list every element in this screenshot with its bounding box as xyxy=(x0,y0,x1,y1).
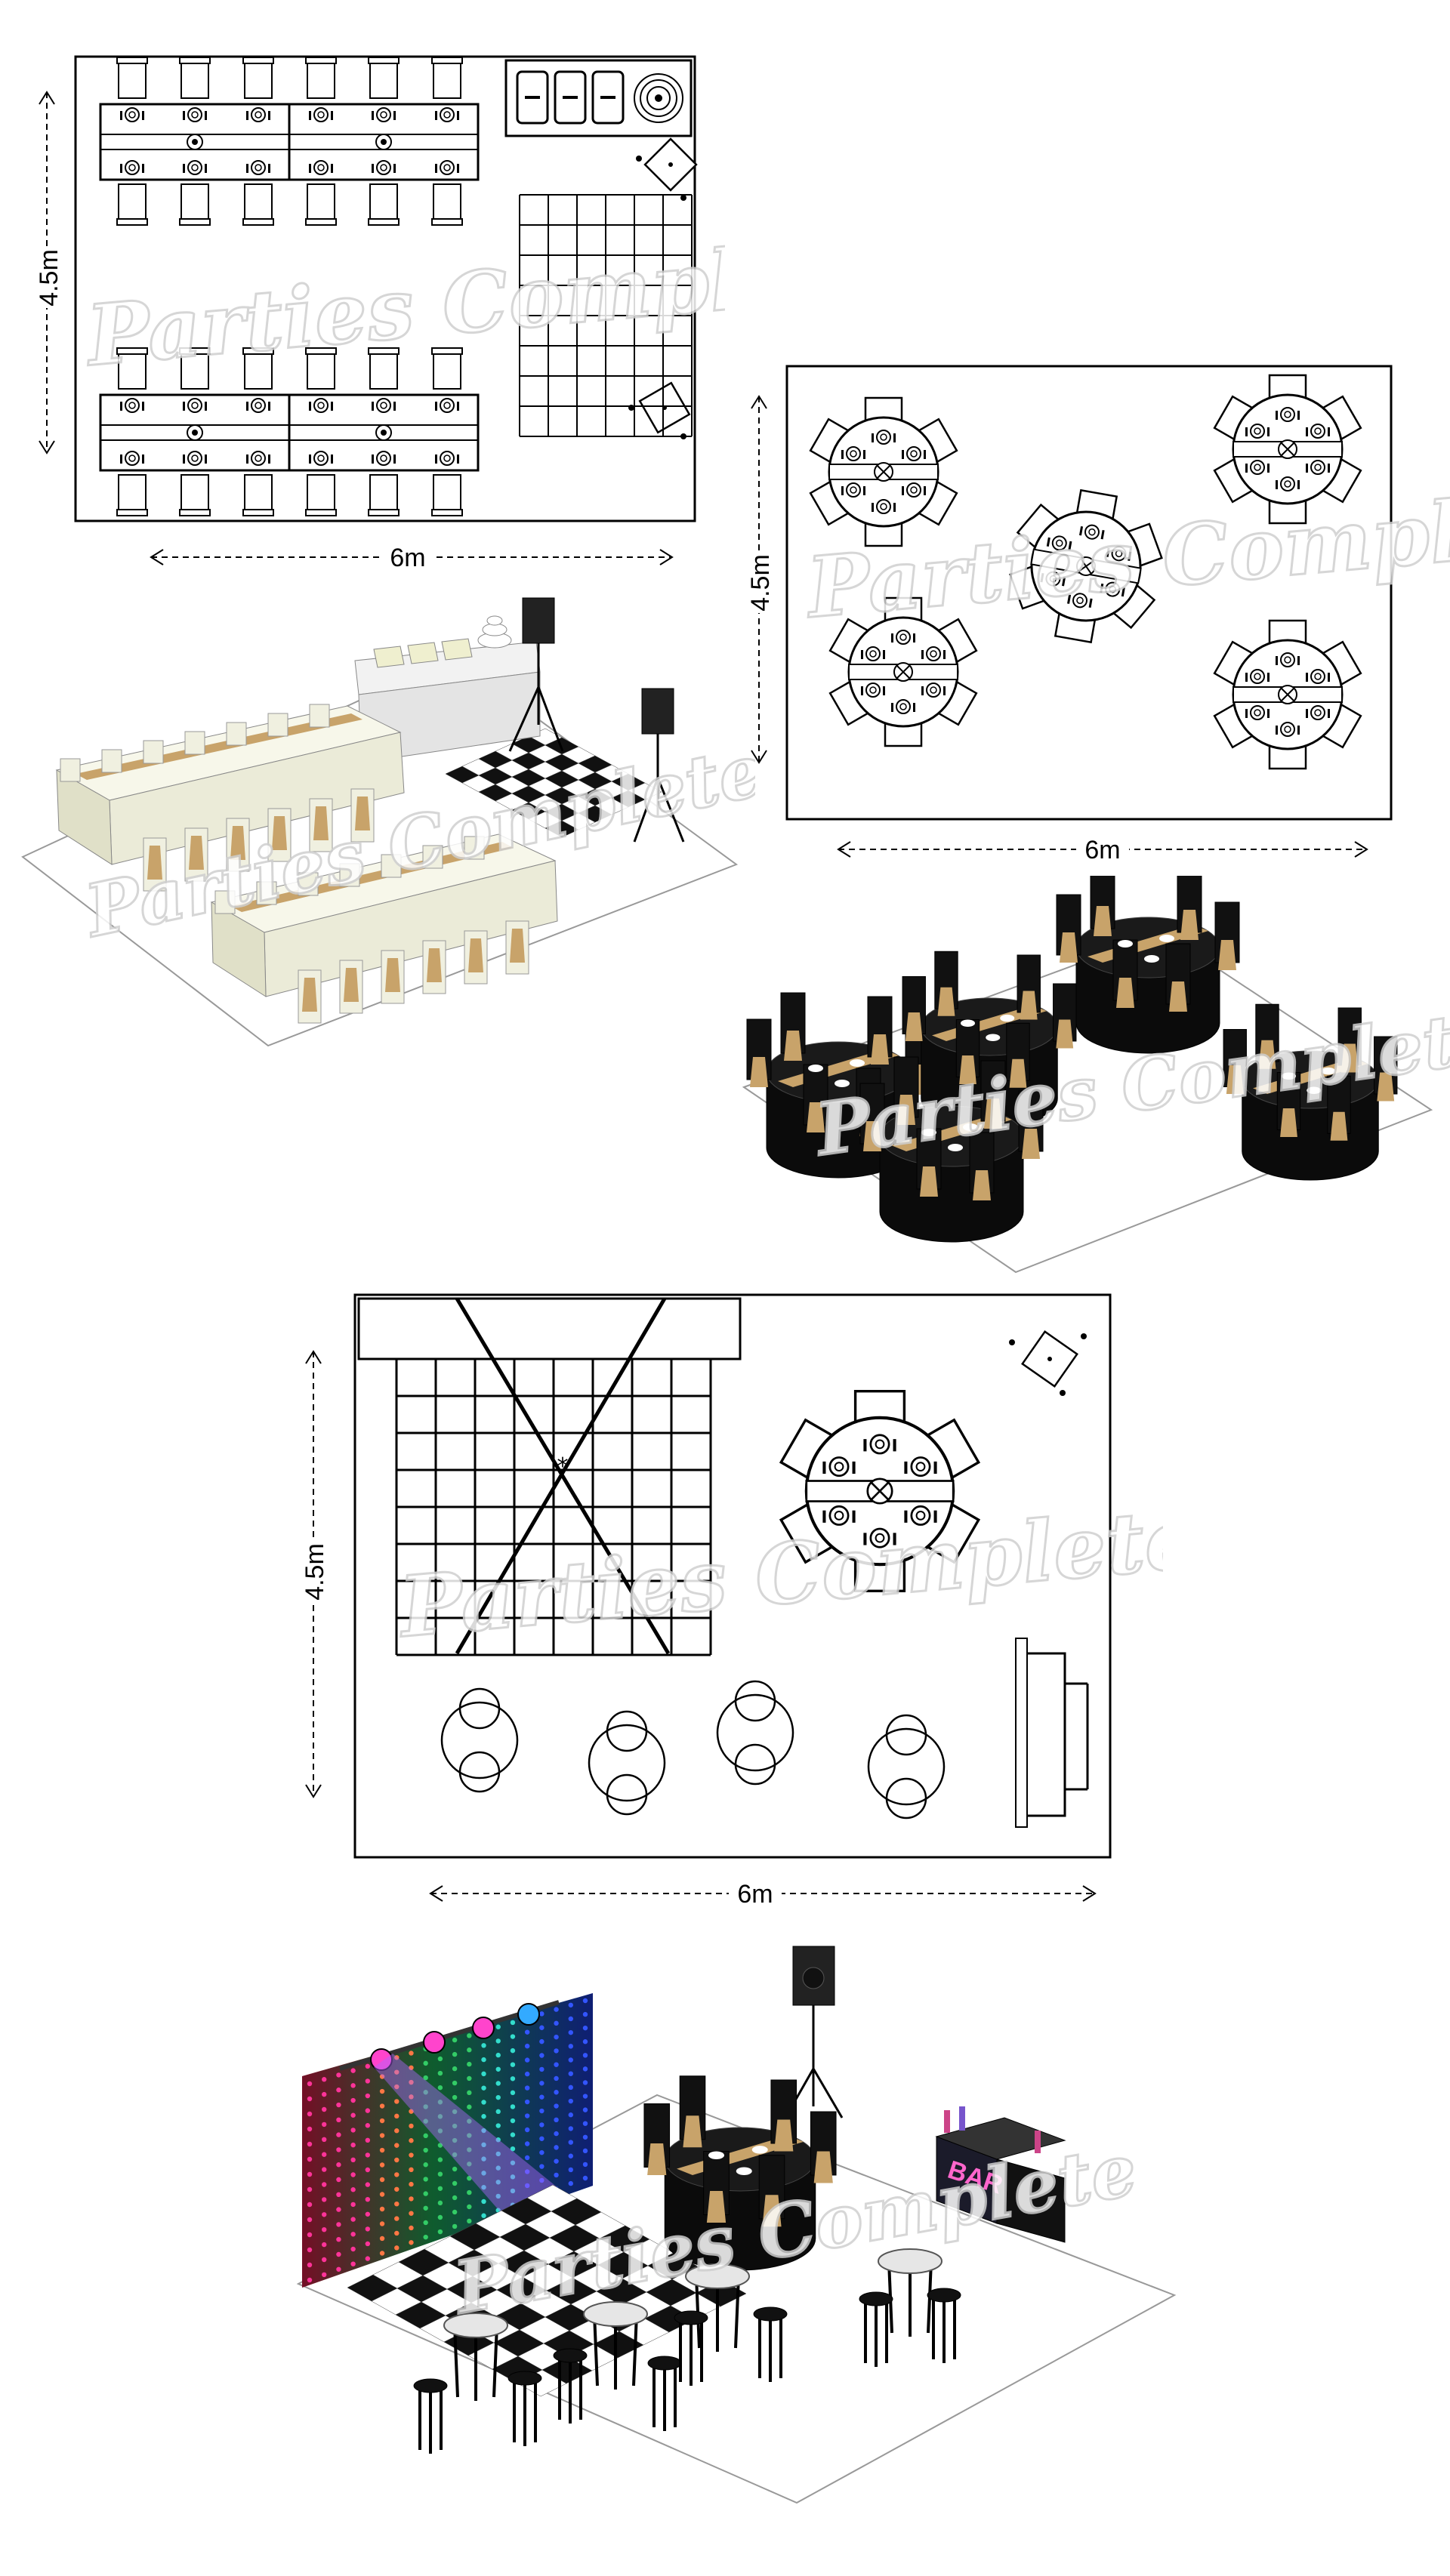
lighting-truss xyxy=(339,2000,560,2071)
cake-icon xyxy=(634,73,683,123)
dimension-width: 6m xyxy=(150,542,674,572)
svg-text:*: * xyxy=(557,1453,569,1480)
render-party: BAR Parties Complete xyxy=(296,1946,1177,2504)
buffet-counter xyxy=(504,59,693,137)
dimension-width: 6m xyxy=(837,834,1368,864)
dance-floor-3d xyxy=(445,728,662,838)
dimension-height: 4.5m xyxy=(301,1350,329,1798)
render-round-tables: Parties Complete xyxy=(742,876,1450,1274)
dimension-width: 6m xyxy=(429,1878,1097,1909)
speaker-3d xyxy=(784,1946,844,2118)
round-tables-3d xyxy=(746,876,1398,1243)
stage-backdrop xyxy=(357,1297,742,1360)
dimension-height: 4.5m xyxy=(34,91,63,454)
bar-3d: BAR xyxy=(935,2106,1066,2243)
cocktail-tables-3d xyxy=(413,2248,961,2454)
cocktail-tables xyxy=(440,1680,946,1820)
buffet-counter-3d xyxy=(354,615,541,763)
width-label: 6m xyxy=(1084,836,1120,864)
dance-floor xyxy=(395,1357,712,1656)
plan-round-tables: Parties Complete 4.5m 6m xyxy=(746,365,1450,864)
dance-floor xyxy=(519,194,693,437)
dimension-height: 4.5m xyxy=(746,395,775,764)
plan-mixed: * Parties Complete 4.5m 6m xyxy=(301,1293,1163,1909)
bar-counter xyxy=(1015,1638,1089,1828)
width-label: 6m xyxy=(737,1880,773,1909)
banquet-table-top xyxy=(99,57,480,226)
render-long-tables: Parties Complete xyxy=(21,597,755,1047)
height-label: 4.5m xyxy=(35,249,63,307)
chair-sashes xyxy=(60,704,529,1024)
width-label: 6m xyxy=(390,544,425,572)
height-label: 4.5m xyxy=(746,554,775,612)
height-label: 4.5m xyxy=(301,1543,329,1601)
speaker-3d-1 xyxy=(508,597,564,752)
speaker-top xyxy=(643,137,698,192)
speaker-3d-2 xyxy=(633,688,685,843)
light-beams: * xyxy=(455,1297,671,1655)
round-table-3d xyxy=(643,2075,837,2271)
banquet-table-bottom xyxy=(99,347,480,516)
plan-long-tables: Parties Complete 4.5m 6m xyxy=(34,55,725,572)
speaker xyxy=(1021,1330,1078,1388)
